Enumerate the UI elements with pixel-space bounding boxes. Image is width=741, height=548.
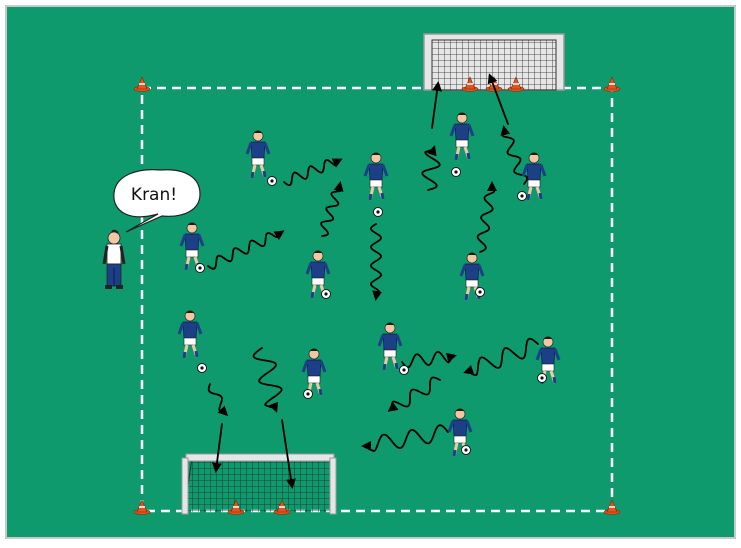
soccer-ball-icon	[304, 390, 313, 399]
soccer-ball-icon	[268, 177, 277, 186]
soccer-ball-icon	[462, 446, 471, 455]
soccer-ball-icon	[452, 168, 461, 177]
bottom-goal	[182, 454, 336, 514]
soccer-ball-icon	[518, 192, 527, 201]
soccer-ball-icon	[374, 208, 383, 217]
soccer-ball-icon	[538, 374, 547, 383]
soccer-ball-icon	[476, 288, 485, 297]
speech-text: Kran!	[131, 185, 177, 205]
soccer-ball-icon	[198, 364, 207, 373]
soccer-ball-icon	[400, 366, 409, 375]
soccer-ball-icon	[196, 264, 205, 273]
soccer-ball-icon	[322, 290, 331, 299]
